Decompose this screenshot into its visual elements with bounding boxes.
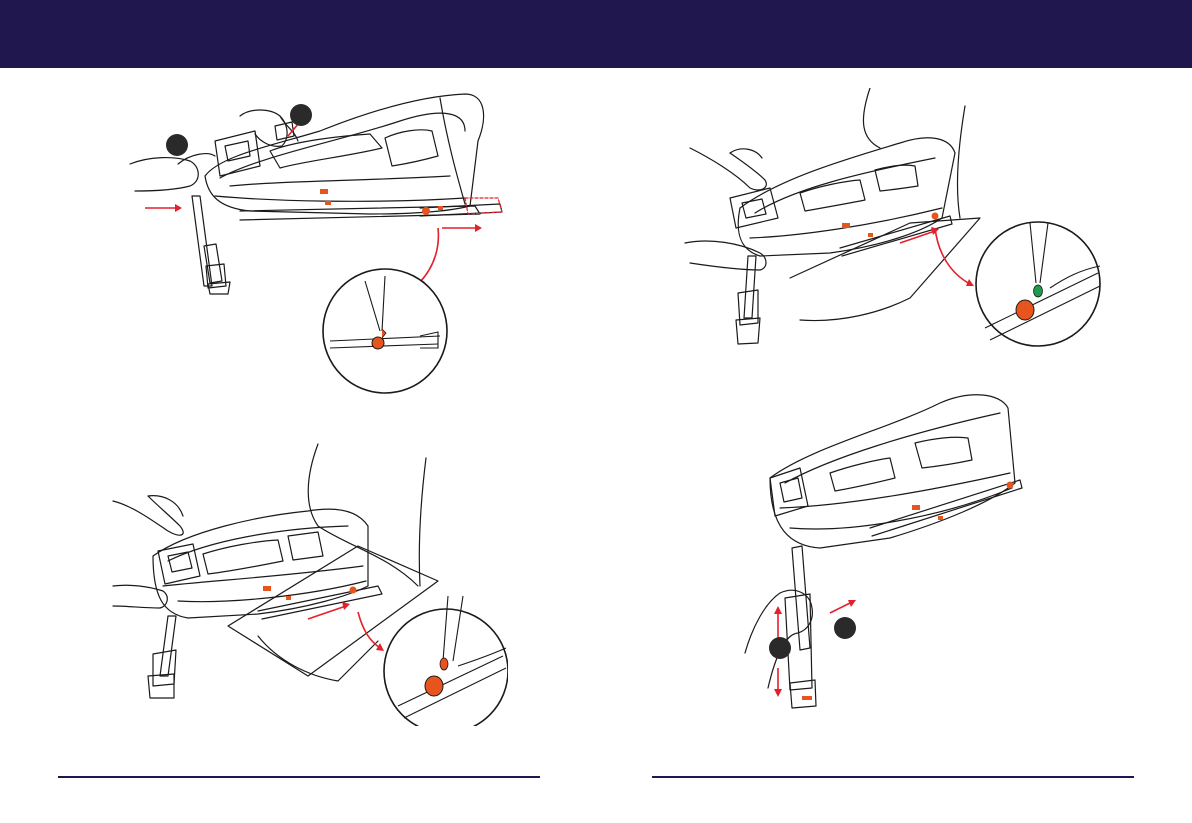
step-badge-1-left [166, 134, 188, 156]
detail-circle [976, 222, 1100, 346]
illustration-push-base-back [108, 436, 508, 726]
green-indicator [1034, 285, 1043, 297]
detail-circle [323, 269, 447, 393]
footer-rule-right [652, 776, 1134, 778]
step-badge-4-left [769, 637, 791, 659]
illustration-adjust-support-leg [740, 388, 1040, 718]
hand-top [690, 148, 766, 190]
support-leg [792, 546, 810, 650]
step-badge-4-right [834, 617, 856, 639]
arrow-release [830, 602, 852, 613]
support-leg [160, 616, 176, 676]
arrow-detail-pointer [420, 228, 438, 282]
footer-rule-left [58, 776, 540, 778]
illustration-slide-base-click [680, 88, 1110, 358]
step-badge-1-right [290, 104, 312, 126]
arrow-detail-pointer [935, 228, 970, 284]
support-leg [192, 196, 212, 286]
support-leg [744, 256, 756, 318]
base-shell-outline [738, 138, 955, 256]
hand-left [130, 158, 198, 191]
header-bar [0, 0, 1192, 68]
